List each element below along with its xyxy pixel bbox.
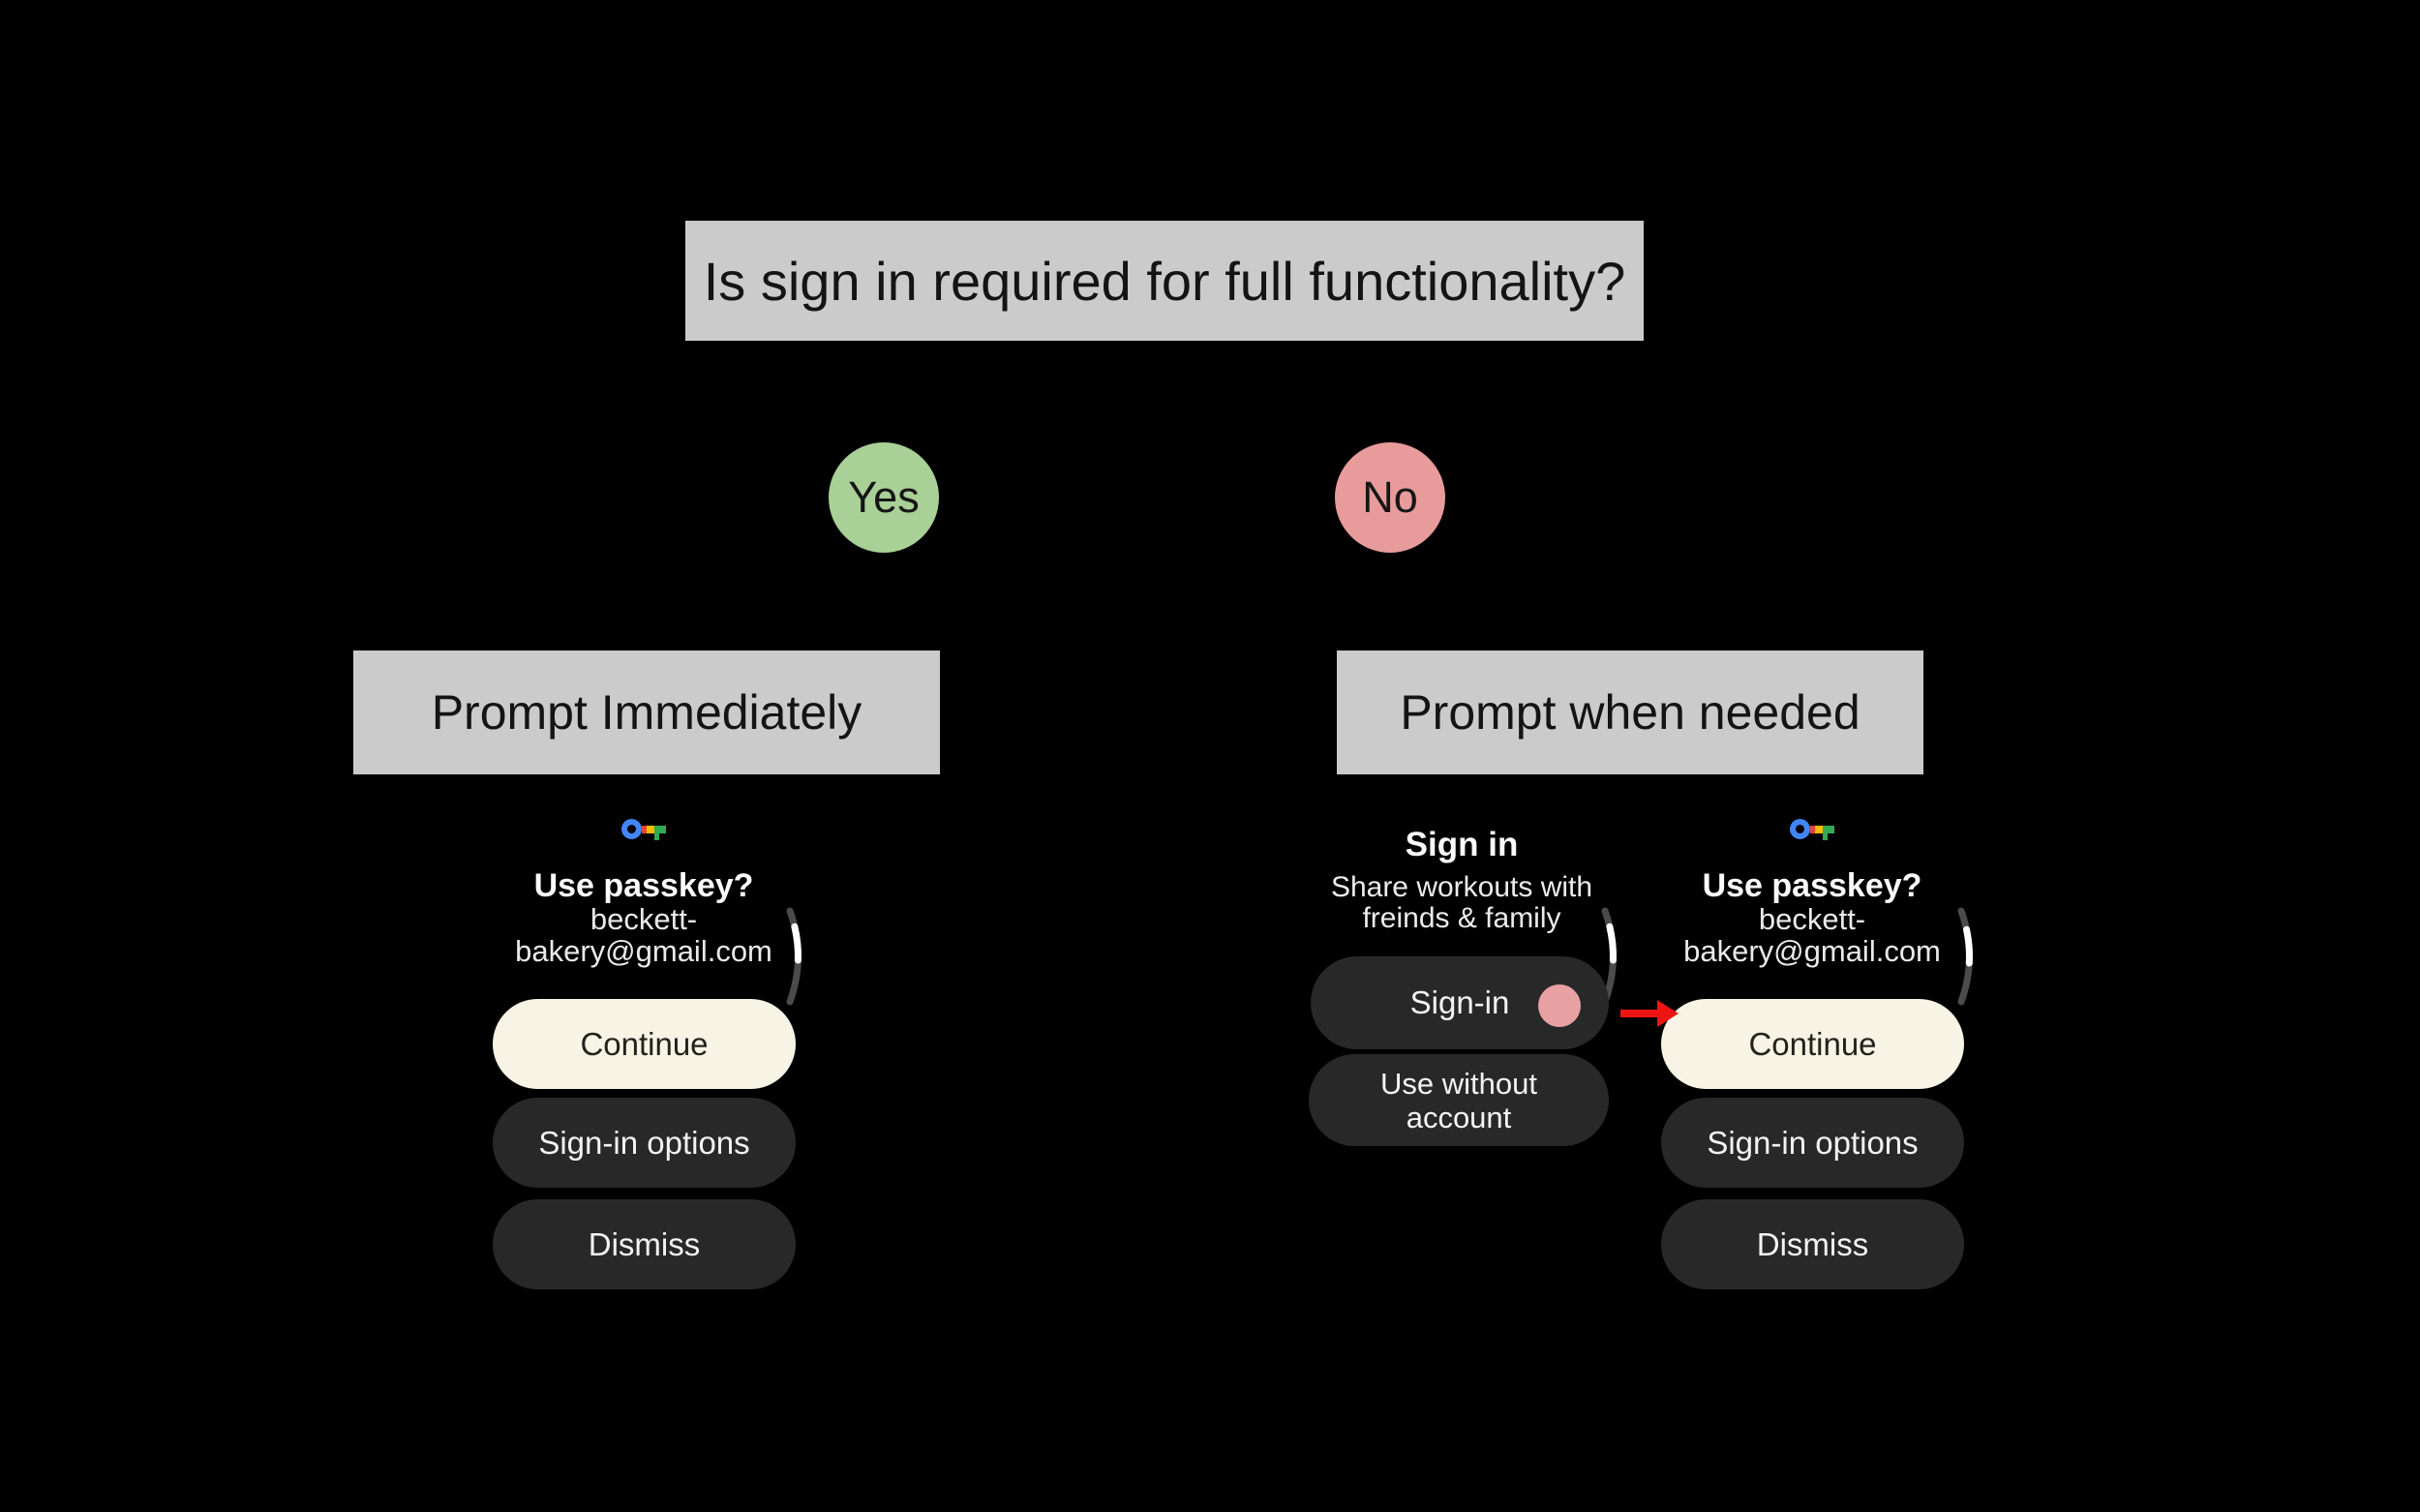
account-email: beckett- bakery@gmail.com [474, 903, 813, 967]
scroll-indicator[interactable] [1953, 906, 1982, 1007]
outcome-prompt-when-needed-text: Prompt when needed [1400, 685, 1860, 740]
outcome-prompt-immediately-text: Prompt Immediately [431, 685, 862, 740]
use-without-account-button[interactable]: Use without account [1309, 1054, 1609, 1146]
passkey-icon-ring [1790, 819, 1810, 839]
passkey-icon-shaft-red [642, 826, 647, 833]
sign-in-subtitle: Share workouts with freinds & family [1297, 872, 1626, 934]
yes-label: Yes [848, 472, 920, 522]
scroll-thumb[interactable] [1957, 907, 1973, 1006]
passkey-icon-shaft-red [1810, 826, 1815, 833]
outcome-prompt-when-needed-box: Prompt when needed [1337, 650, 1923, 774]
outcome-prompt-immediately-box: Prompt Immediately [353, 650, 940, 774]
red-arrow-shaft [1620, 1010, 1659, 1017]
use-without-account-label: Use without account [1380, 1066, 1537, 1134]
no-node: No [1335, 442, 1445, 553]
scroll-thumb[interactable] [786, 907, 802, 1006]
signin-options-button[interactable]: Sign-in options [493, 1098, 796, 1188]
passkey-icon-shaft-yellow [647, 826, 654, 833]
passkey-icon [621, 818, 666, 845]
account-email-line2: bakery@gmail.com [515, 934, 772, 968]
passkey-icon-tooth-green [1823, 833, 1828, 840]
use-passkey-title: Use passkey? [533, 867, 754, 904]
red-arrow-icon [1620, 1000, 1679, 1027]
question-text: Is sign in required for full functionali… [703, 250, 1626, 312]
passkey-icon-bit-green [654, 826, 666, 833]
passkey-icon-tooth-green [654, 833, 659, 840]
tap-indicator-dot [1538, 984, 1581, 1027]
yes-node: Yes [829, 442, 939, 553]
sign-in-subtitle-line1: Share workouts with [1330, 871, 1593, 903]
signin-options-button[interactable]: Sign-in options [1661, 1098, 1964, 1188]
account-email: beckett- bakery@gmail.com [1643, 903, 1981, 967]
passkey-icon-ring [621, 819, 642, 839]
dismiss-button[interactable]: Dismiss [1661, 1199, 1964, 1289]
passkey-icon-bit-green [1823, 826, 1834, 833]
no-label: No [1362, 472, 1418, 522]
continue-button[interactable]: Continue [493, 999, 796, 1089]
account-email-line1: beckett- [590, 902, 698, 936]
sign-in-subtitle-line2: freinds & family [1362, 902, 1561, 934]
red-arrow-head [1657, 1000, 1679, 1027]
passkey-icon [1790, 818, 1834, 845]
question-box: Is sign in required for full functionali… [685, 221, 1644, 341]
dismiss-button[interactable]: Dismiss [493, 1199, 796, 1289]
passkey-icon-shaft-yellow [1815, 826, 1823, 833]
continue-button[interactable]: Continue [1661, 999, 1964, 1089]
scroll-thumb[interactable] [1601, 907, 1617, 1006]
scroll-indicator[interactable] [782, 906, 811, 1007]
sign-in-title: Sign in [1405, 826, 1519, 863]
account-email-line1: beckett- [1758, 902, 1866, 936]
account-email-line2: bakery@gmail.com [1683, 934, 1941, 968]
use-passkey-title: Use passkey? [1702, 867, 1922, 904]
